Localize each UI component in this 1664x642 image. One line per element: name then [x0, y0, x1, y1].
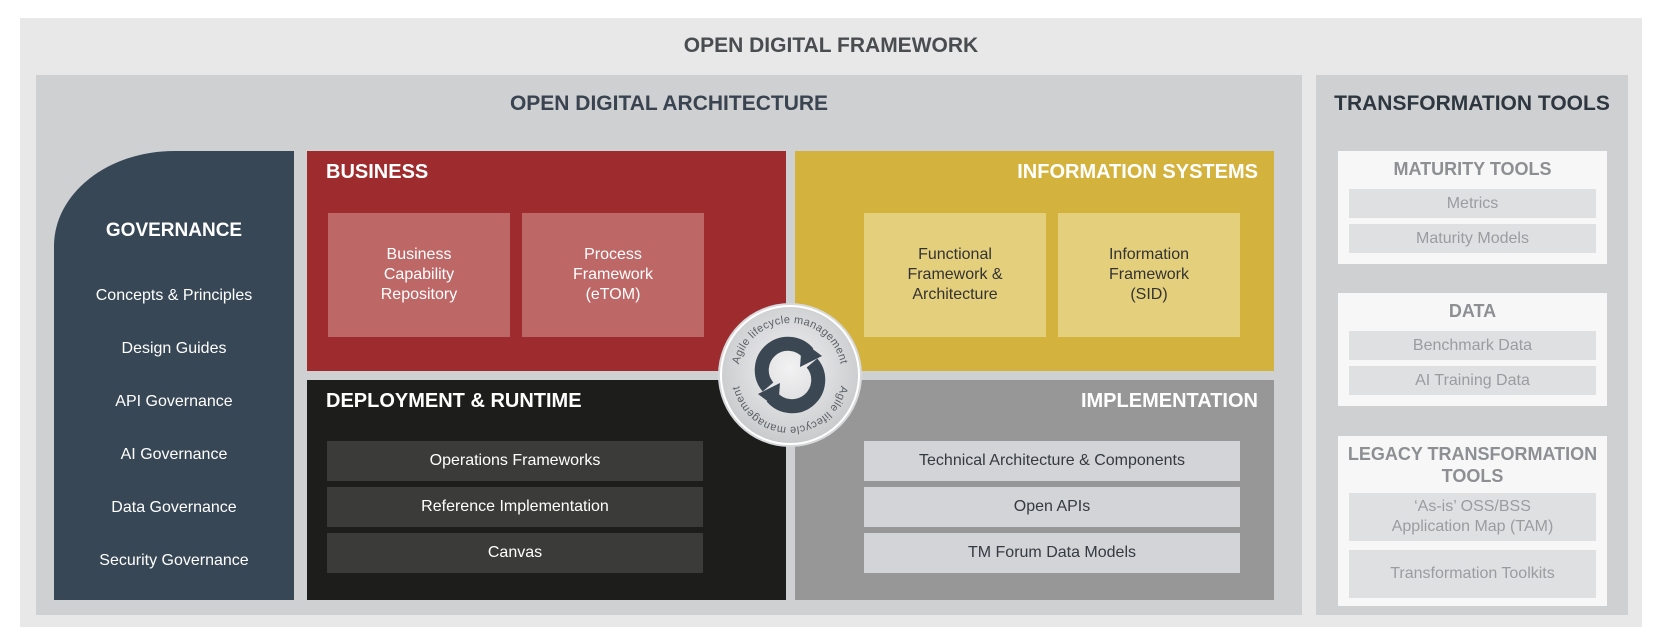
implementation-quadrant: IMPLEMENTATION Technical Architecture & …	[795, 380, 1274, 600]
governance-item: API Governance	[115, 393, 233, 410]
canvas-bar: Canvas	[327, 533, 703, 573]
legacy-transformation-tools-card: LEGACY TRANSFORMATION TOOLS ‘As-is’ OSS/…	[1338, 436, 1607, 606]
governance-panel: GOVERNANCE Concepts & Principles Design …	[54, 151, 294, 600]
business-quadrant: BUSINESS Business Capability Repository …	[307, 151, 786, 371]
deployment-title: DEPLOYMENT & RUNTIME	[326, 390, 582, 412]
data-card: DATA Benchmark Data AI Training Data	[1338, 293, 1607, 406]
business-title: BUSINESS	[326, 161, 429, 183]
governance-title: GOVERNANCE	[105, 220, 243, 241]
framework-title: OPEN DIGITAL FRAMEWORK	[683, 34, 979, 57]
metrics-item: Metrics	[1349, 189, 1596, 218]
oda-title: OPEN DIGITAL ARCHITECTURE	[509, 91, 829, 115]
legacy-transformation-tools-title: LEGACY TRANSFORMATION TOOLS	[1347, 444, 1598, 486]
information-framework-tile: Information Framework (SID)	[1058, 213, 1240, 337]
governance-item: Design Guides	[121, 340, 227, 357]
functional-framework-tile: Functional Framework & Architecture	[864, 213, 1046, 337]
governance-item: AI Governance	[120, 446, 228, 463]
open-apis-bar: Open APIs	[864, 487, 1240, 527]
agile-lifecycle-badge: Agile lifecycle management Agile lifecyc…	[716, 301, 864, 449]
agile-lifecycle-badge-graphic: Agile lifecycle management Agile lifecyc…	[718, 303, 862, 447]
process-framework-tile: Process Framework (eTOM)	[522, 213, 704, 337]
governance-item: Security Governance	[99, 552, 249, 569]
data-title: DATA	[1448, 301, 1497, 321]
business-capability-repository-tile: Business Capability Repository	[328, 213, 510, 337]
implementation-title: IMPLEMENTATION	[1080, 390, 1258, 412]
reference-implementation-bar: Reference Implementation	[327, 487, 703, 527]
tm-forum-data-models-bar: TM Forum Data Models	[864, 533, 1240, 573]
information-systems-quadrant: INFORMATION SYSTEMS Functional Framework…	[795, 151, 1274, 371]
governance-item: Concepts & Principles	[95, 287, 253, 304]
transformation-toolkits-item: Transformation Toolkits	[1349, 550, 1596, 598]
deployment-runtime-quadrant: DEPLOYMENT & RUNTIME Operations Framewor…	[307, 380, 786, 600]
governance-item: Data Governance	[111, 499, 237, 516]
maturity-tools-title: MATURITY TOOLS	[1393, 159, 1552, 179]
maturity-models-item: Maturity Models	[1349, 224, 1596, 253]
technical-architecture-bar: Technical Architecture & Components	[864, 441, 1240, 481]
as-is-application-map-item: ‘As-is’ OSS/BSS Application Map (TAM)	[1349, 493, 1596, 541]
ai-training-data-item: AI Training Data	[1349, 366, 1596, 395]
refresh-cycle-icon	[754, 336, 826, 414]
transformation-tools-title: TRANSFORMATION TOOLS	[1334, 91, 1610, 115]
maturity-tools-card: MATURITY TOOLS Metrics Maturity Models	[1338, 151, 1607, 264]
information-systems-title: INFORMATION SYSTEMS	[1017, 161, 1258, 183]
benchmark-data-item: Benchmark Data	[1349, 331, 1596, 360]
operations-frameworks-bar: Operations Frameworks	[327, 441, 703, 481]
